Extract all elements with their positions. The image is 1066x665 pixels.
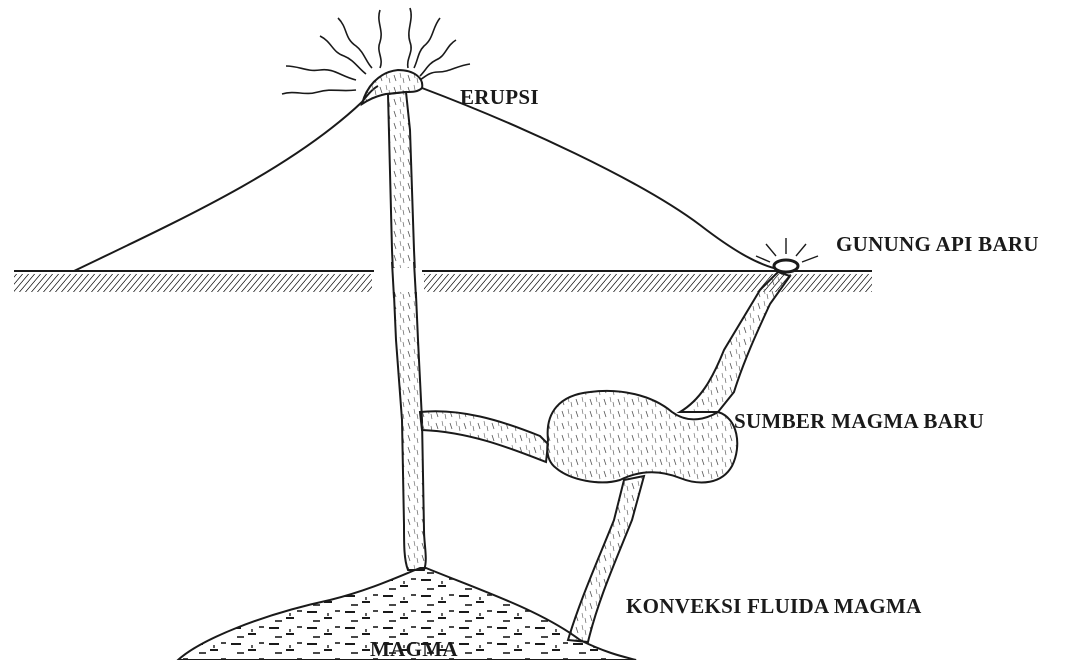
ground-hatch-left xyxy=(14,274,372,292)
main-conduit xyxy=(388,92,426,570)
label-gunung-api-baru: GUNUNG API BARU xyxy=(836,232,1039,256)
new-volcano-ray xyxy=(766,244,776,256)
new-volcano-conduit xyxy=(680,272,790,412)
new-volcano-vent xyxy=(774,260,798,272)
label-erupsi: ERUPSI xyxy=(460,85,539,109)
new-volcano-ray xyxy=(796,244,806,256)
eruption-ray xyxy=(379,10,381,68)
label-magma: MAGMA xyxy=(370,637,458,660)
label-sumber-magma-baru: SUMBER MAGMA BARU xyxy=(734,409,984,433)
eruption-ray xyxy=(338,18,372,68)
new-volcano-ray xyxy=(802,256,818,262)
new-volcano-rays xyxy=(756,238,818,262)
eruption-ray xyxy=(286,66,356,80)
side-branch xyxy=(420,411,548,462)
label-konveksi-fluida-magma: KONVEKSI FLUIDA MAGMA xyxy=(626,594,922,618)
eruption-ray xyxy=(282,90,356,94)
ground-surface xyxy=(14,271,872,292)
ground-hatch-right xyxy=(424,274,872,292)
eruption-ray xyxy=(408,8,411,68)
eruption-ray xyxy=(320,36,366,74)
volcano-cone xyxy=(74,86,782,271)
